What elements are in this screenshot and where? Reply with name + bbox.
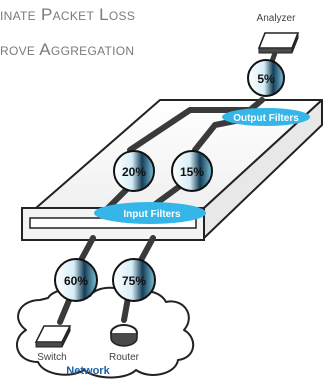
cables-down (77, 235, 156, 265)
meter-input-left-value: 20% (122, 165, 146, 179)
input-filters-label: Input Filters (123, 209, 181, 220)
meter-input-right: 15% (171, 150, 213, 192)
network-label: Network (66, 365, 110, 377)
meter-network-right: 75% (112, 258, 156, 302)
output-filter-band (222, 108, 310, 126)
meter-network-right-value: 75% (122, 274, 146, 288)
switch-label: Switch (37, 352, 66, 363)
meter-input-right-value: 15% (180, 165, 204, 179)
meter-output: 5% (247, 59, 285, 97)
cables-network (57, 295, 131, 325)
analyzer-device (257, 32, 300, 54)
analyzer-label: Analyzer (257, 13, 297, 24)
meter-input-left: 20% (113, 150, 155, 192)
headline-line-2: rove Aggregation (0, 40, 135, 59)
router-label: Router (109, 352, 140, 363)
router-device (110, 324, 138, 347)
meter-output-value: 5% (257, 72, 275, 86)
meter-network-left-value: 60% (64, 274, 88, 288)
headline-line-1: inate Packet Loss (0, 5, 136, 24)
output-filters-label: Output Filters (233, 113, 299, 124)
input-filter-band (94, 202, 206, 224)
switch-device (34, 325, 72, 348)
meter-network-left: 60% (54, 258, 98, 302)
